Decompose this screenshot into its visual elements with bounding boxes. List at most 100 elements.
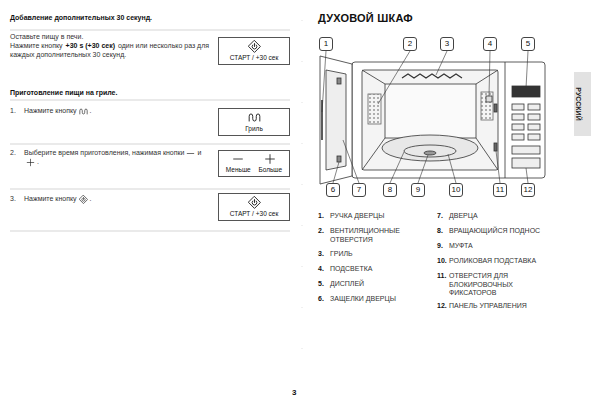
part-number: 10. — [437, 257, 447, 266]
part-number-text: 6. — [318, 295, 324, 302]
part-name-text: ОТВЕРСТИЯ ДЛЯ БЛОКИРОВОЧНЫХ ФИКСАТОРОВ — [449, 272, 513, 296]
grill-icon — [248, 111, 261, 124]
callout-number: 9 — [411, 183, 425, 197]
button-box: Гриль — [218, 108, 290, 136]
part-name: ДВЕРЦА — [449, 212, 549, 221]
tab-text: РУССКИЙ — [575, 87, 582, 120]
instruction-text: Выберите время приготовления, нажимая кн… — [24, 149, 184, 156]
part-number-text: 11. — [437, 272, 446, 279]
part-name-text: МУФТА — [449, 242, 473, 249]
instruction-text: . — [90, 195, 92, 202]
button-box: СТАРТ / +30 сек — [218, 37, 290, 65]
button-column: Меньше — [226, 153, 251, 174]
text-paragraph: Добавление дополнительных 30 секунд. — [10, 14, 210, 23]
part-name: ДИСПЛЕЙ — [330, 280, 425, 289]
instruction-text: 3. — [10, 195, 16, 202]
part-name: РОЛИКОВАЯ ПОДСТАВКА — [449, 257, 549, 266]
page-title: ДУХОВОЙ ШКАФ — [318, 12, 413, 24]
instruction-text: 2. — [10, 149, 16, 156]
part-number: 8. — [437, 227, 443, 236]
microwave-illustration — [320, 56, 545, 184]
part-number-text: 5. — [318, 280, 324, 287]
button-text-row: СТАРТ / +30 сек — [222, 210, 286, 218]
text-paragraph: Нажмите кнопку. — [24, 107, 204, 116]
callout-number: 3 — [440, 37, 454, 51]
button-box: СТАРТ / +30 сек — [218, 193, 290, 221]
part-number: 9. — [437, 242, 443, 251]
part-name: МУФТА — [449, 242, 549, 251]
start-icon — [248, 40, 261, 53]
start-icon — [248, 196, 261, 209]
language-tab-label: РУССКИЙ — [575, 87, 582, 120]
part-number: 2. — [318, 227, 324, 236]
part-number-text: 9. — [437, 242, 443, 249]
instruction-text: Приготовление пищи на гриле. — [10, 89, 117, 96]
part-name-text: ДИСПЛЕЙ — [330, 280, 364, 287]
callout-text: 4 — [488, 39, 492, 48]
instruction-text: Нажмите кнопку — [10, 42, 63, 49]
callout-number: 6 — [326, 183, 340, 197]
callout-number: 5 — [521, 37, 535, 51]
part-name: ЗАЩЕЛКИ ДВЕРЦЫ — [330, 295, 425, 304]
minus-icon — [186, 149, 195, 158]
callout-number: 8 — [383, 183, 397, 197]
part-number: 12. — [437, 302, 447, 311]
text-paragraph: 2. — [10, 149, 24, 158]
part-name-text: РУЧКА ДВЕРЦЫ — [330, 212, 384, 219]
button-box: МеньшеБольше — [218, 150, 290, 177]
text-paragraph: Нажмите кнопку. — [24, 195, 204, 204]
fold-marks — [302, 20, 303, 380]
instruction-text: 1. — [10, 107, 16, 114]
button-label: СТАРТ / +30 сек — [230, 54, 279, 61]
callout-text: 8 — [388, 185, 392, 194]
callout-number: 10 — [449, 183, 463, 197]
instruction-text: Нажмите кнопку — [24, 195, 77, 202]
plus-icon — [26, 158, 35, 167]
callout-text: 1 — [324, 39, 328, 48]
button-row: МеньшеБольше — [222, 153, 286, 174]
part-number: 1. — [318, 212, 324, 221]
part-name: ГРИЛЬ — [330, 250, 425, 259]
part-number: 4. — [318, 265, 324, 274]
divider-lines — [10, 30, 290, 231]
minus-icon — [232, 153, 244, 165]
part-name-text: ГРИЛЬ — [330, 250, 353, 257]
callout-number: 11 — [493, 183, 507, 197]
part-name: ОТВЕРСТИЯ ДЛЯ БЛОКИРОВОЧНЫХ ФИКСАТОРОВ — [449, 272, 549, 298]
part-number: 11. — [437, 272, 446, 281]
part-name: ВРАЩАЮЩИЙСЯ ПОДНОС — [449, 227, 549, 236]
instruction-text: +30 s (+30 сек) — [66, 42, 115, 49]
button-label: Больше — [258, 166, 282, 174]
part-number-text: 12. — [437, 302, 447, 309]
instruction-text: и — [197, 149, 201, 156]
callout-number: 7 — [352, 183, 366, 197]
callout-text: 3 — [445, 39, 449, 48]
callout-number: 4 — [483, 37, 497, 51]
part-number-text: 7. — [437, 212, 443, 219]
callout-number: 12 — [521, 183, 535, 197]
part-number: 5. — [318, 280, 324, 289]
button-text-row: СТАРТ / +30 сек — [222, 54, 286, 62]
part-number-text: 3. — [318, 250, 324, 257]
part-number: 3. — [318, 250, 324, 259]
part-number-text: 1. — [318, 212, 324, 219]
page-number: 3 — [292, 388, 296, 397]
part-number-text: 10. — [437, 257, 447, 264]
instruction-text: Добавление дополнительных 30 секунд. — [10, 14, 152, 21]
part-number-text: 8. — [437, 227, 443, 234]
text-paragraph: Нажмите кнопку+30 s (+30 сек)один или не… — [10, 42, 210, 59]
text-paragraph: Оставьте пищу в печи. — [10, 33, 210, 42]
instruction-text: Оставьте пищу в печи. — [10, 33, 83, 40]
text-paragraph: 1. — [10, 107, 24, 116]
part-number: 7. — [437, 212, 443, 221]
part-name-text: ДВЕРЦА — [449, 212, 478, 219]
instruction-text: . — [37, 158, 39, 165]
button-label: Гриль — [245, 125, 263, 132]
instruction-text: Нажмите кнопку — [24, 107, 77, 114]
callout-text: 12 — [524, 185, 533, 194]
language-tab — [574, 72, 591, 136]
part-name-text: ВЕНТИЛЯЦИОННЫЕ ОТВЕРСТИЯ — [330, 227, 400, 243]
text-paragraph: Выберите время приготовления, нажимая кн… — [24, 149, 204, 167]
part-name-text: ВРАЩАЮЩИЙСЯ ПОДНОС — [449, 227, 540, 234]
